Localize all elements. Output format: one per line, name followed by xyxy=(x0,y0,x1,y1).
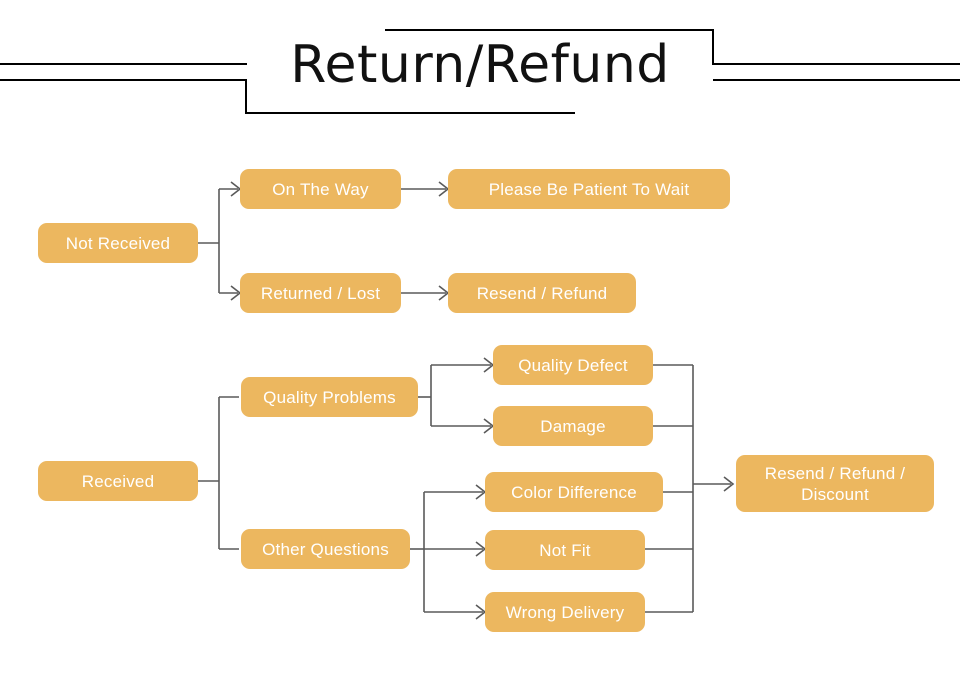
node-quality-problems[interactable]: Quality Problems xyxy=(241,377,418,417)
node-resend-refund[interactable]: Resend / Refund xyxy=(448,273,636,313)
page-title: Return/Refund xyxy=(290,35,670,95)
node-on-the-way[interactable]: On The Way xyxy=(240,169,401,209)
node-color-difference[interactable]: Color Difference xyxy=(485,472,663,512)
node-other-questions[interactable]: Other Questions xyxy=(241,529,410,569)
node-damage[interactable]: Damage xyxy=(493,406,653,446)
node-returned-lost[interactable]: Returned / Lost xyxy=(240,273,401,313)
node-not-fit[interactable]: Not Fit xyxy=(485,530,645,570)
node-please-be-patient-to-wait[interactable]: Please Be Patient To Wait xyxy=(448,169,730,209)
node-not-received[interactable]: Not Received xyxy=(38,223,198,263)
node-resend-refund-discount[interactable]: Resend / Refund / Discount xyxy=(736,455,934,512)
node-received[interactable]: Received xyxy=(38,461,198,501)
node-quality-defect[interactable]: Quality Defect xyxy=(493,345,653,385)
node-wrong-delivery[interactable]: Wrong Delivery xyxy=(485,592,645,632)
